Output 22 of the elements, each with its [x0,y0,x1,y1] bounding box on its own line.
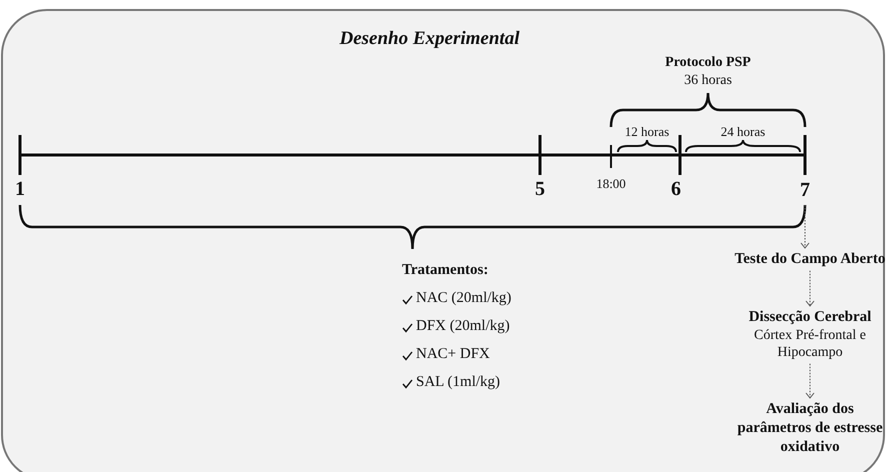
step-label: Dissecção Cerebral [748,308,872,327]
day-number: 6 [671,178,681,201]
arrow [800,204,810,248]
day-number: 5 [535,178,545,201]
step-label: Teste do Campo Aberto [734,250,886,269]
duration-label: 24 horas [720,125,766,140]
treatment-item: NAC (20ml/kg) [416,290,512,308]
treatment-item: SAL (1ml/kg) [416,374,500,392]
step-description: Córtex Pré-frontal e Hipocampo [753,326,867,362]
protocol-label: Protocolo PSP [665,55,751,72]
arrow [806,363,814,398]
treatment-item: DFX (20ml/kg) [416,318,510,336]
arrow [806,270,814,306]
time-label: 18:00 [596,177,626,192]
day-number: 7 [799,178,811,203]
step-label: Avaliação dos parâmetros de estresse oxidativo [736,400,884,456]
day-number: 1 [15,178,25,201]
diagram-title: Desenho Experimental [338,28,520,50]
list-heading: Tratamentos: [402,262,488,280]
duration-label: 12 horas [624,125,670,140]
treatment-item: NAC+ DFX [416,346,490,364]
duration-label: 36 horas [684,73,732,90]
